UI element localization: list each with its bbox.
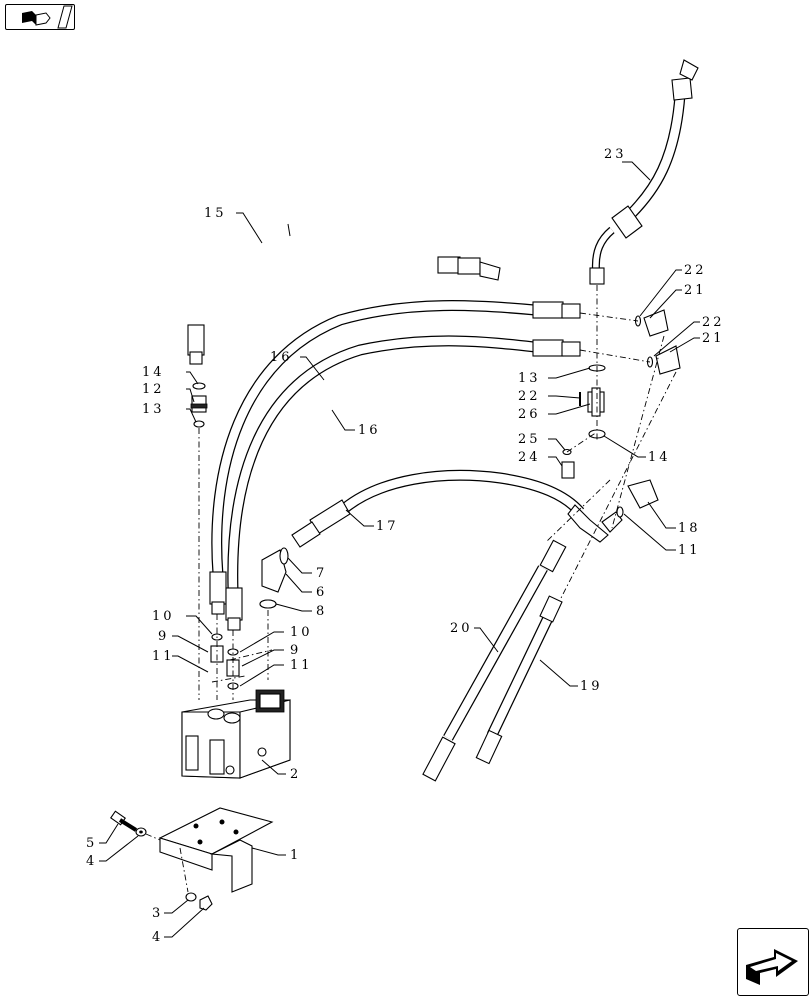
callout-19: 19 (580, 679, 603, 694)
callout-2: 2 (290, 767, 301, 782)
callout-14: 14 (142, 365, 165, 380)
callout-21: 21 (684, 283, 707, 298)
next-page-arrow-icon[interactable] (737, 928, 809, 996)
hose-20 (422, 539, 567, 782)
fitting-9-right (226, 648, 240, 690)
callout-21: 21 (702, 331, 725, 346)
callout-7: 7 (316, 566, 327, 581)
hose-23 (589, 59, 699, 285)
elbow-21-lower (646, 345, 681, 375)
callout-10: 10 (152, 609, 175, 624)
book-arrow-icon[interactable] (5, 4, 75, 30)
leader-lines (99, 161, 700, 938)
bracket-1 (158, 807, 274, 893)
callout-9: 9 (158, 629, 169, 644)
callout-23: 23 (604, 147, 627, 162)
hose-17 (291, 469, 623, 548)
callout-25: 25 (518, 432, 541, 447)
elbow-21-upper (634, 309, 669, 337)
callout-20: 20 (450, 621, 473, 636)
callout-4: 4 (86, 854, 97, 869)
callout-5: 5 (86, 836, 97, 851)
callout-4: 4 (152, 930, 163, 945)
callout-24: 24 (518, 450, 541, 465)
callout-11: 11 (678, 543, 701, 558)
callout-17: 17 (376, 519, 399, 534)
callout-6: 6 (316, 585, 327, 600)
control-valve-2 (181, 689, 291, 779)
callout-3: 3 (152, 906, 163, 921)
callout-13: 13 (142, 402, 165, 417)
callout-10: 10 (290, 625, 313, 640)
callout-26: 26 (518, 407, 541, 422)
callout-22: 22 (702, 315, 725, 330)
callout-13: 13 (518, 371, 541, 386)
callout-labels: 15 14 12 13 16 16 17 10 9 11 10 9 11 7 6… (86, 147, 725, 945)
nut-4-lower (199, 895, 213, 911)
callout-12: 12 (142, 382, 165, 397)
fitting-12 (190, 382, 208, 428)
callout-1: 1 (290, 848, 301, 863)
elbow-6 (259, 547, 289, 609)
callout-11: 11 (152, 649, 175, 664)
callout-22: 22 (684, 263, 707, 278)
callout-11: 11 (290, 658, 313, 673)
callout-16: 16 (358, 423, 381, 438)
tee-26 (579, 364, 606, 417)
callout-14: 14 (648, 450, 671, 465)
washer-3 (185, 892, 197, 902)
callout-16: 16 (270, 350, 293, 365)
callout-9: 9 (290, 643, 301, 658)
callout-18: 18 (678, 521, 701, 536)
fitting-24 (561, 448, 575, 479)
elbow-18 (616, 479, 659, 518)
hose-16 (209, 300, 581, 631)
hose-19 (475, 595, 563, 765)
hose-15 (187, 223, 501, 365)
bolt-5 (110, 810, 138, 832)
callout-8: 8 (316, 604, 327, 619)
callout-22: 22 (518, 389, 541, 404)
next-page-glyph (746, 949, 798, 985)
washer-4-upper (135, 827, 147, 837)
callout-15: 15 (204, 206, 227, 221)
o-ring-8 (259, 599, 277, 609)
book-arrow-glyph (22, 5, 73, 29)
